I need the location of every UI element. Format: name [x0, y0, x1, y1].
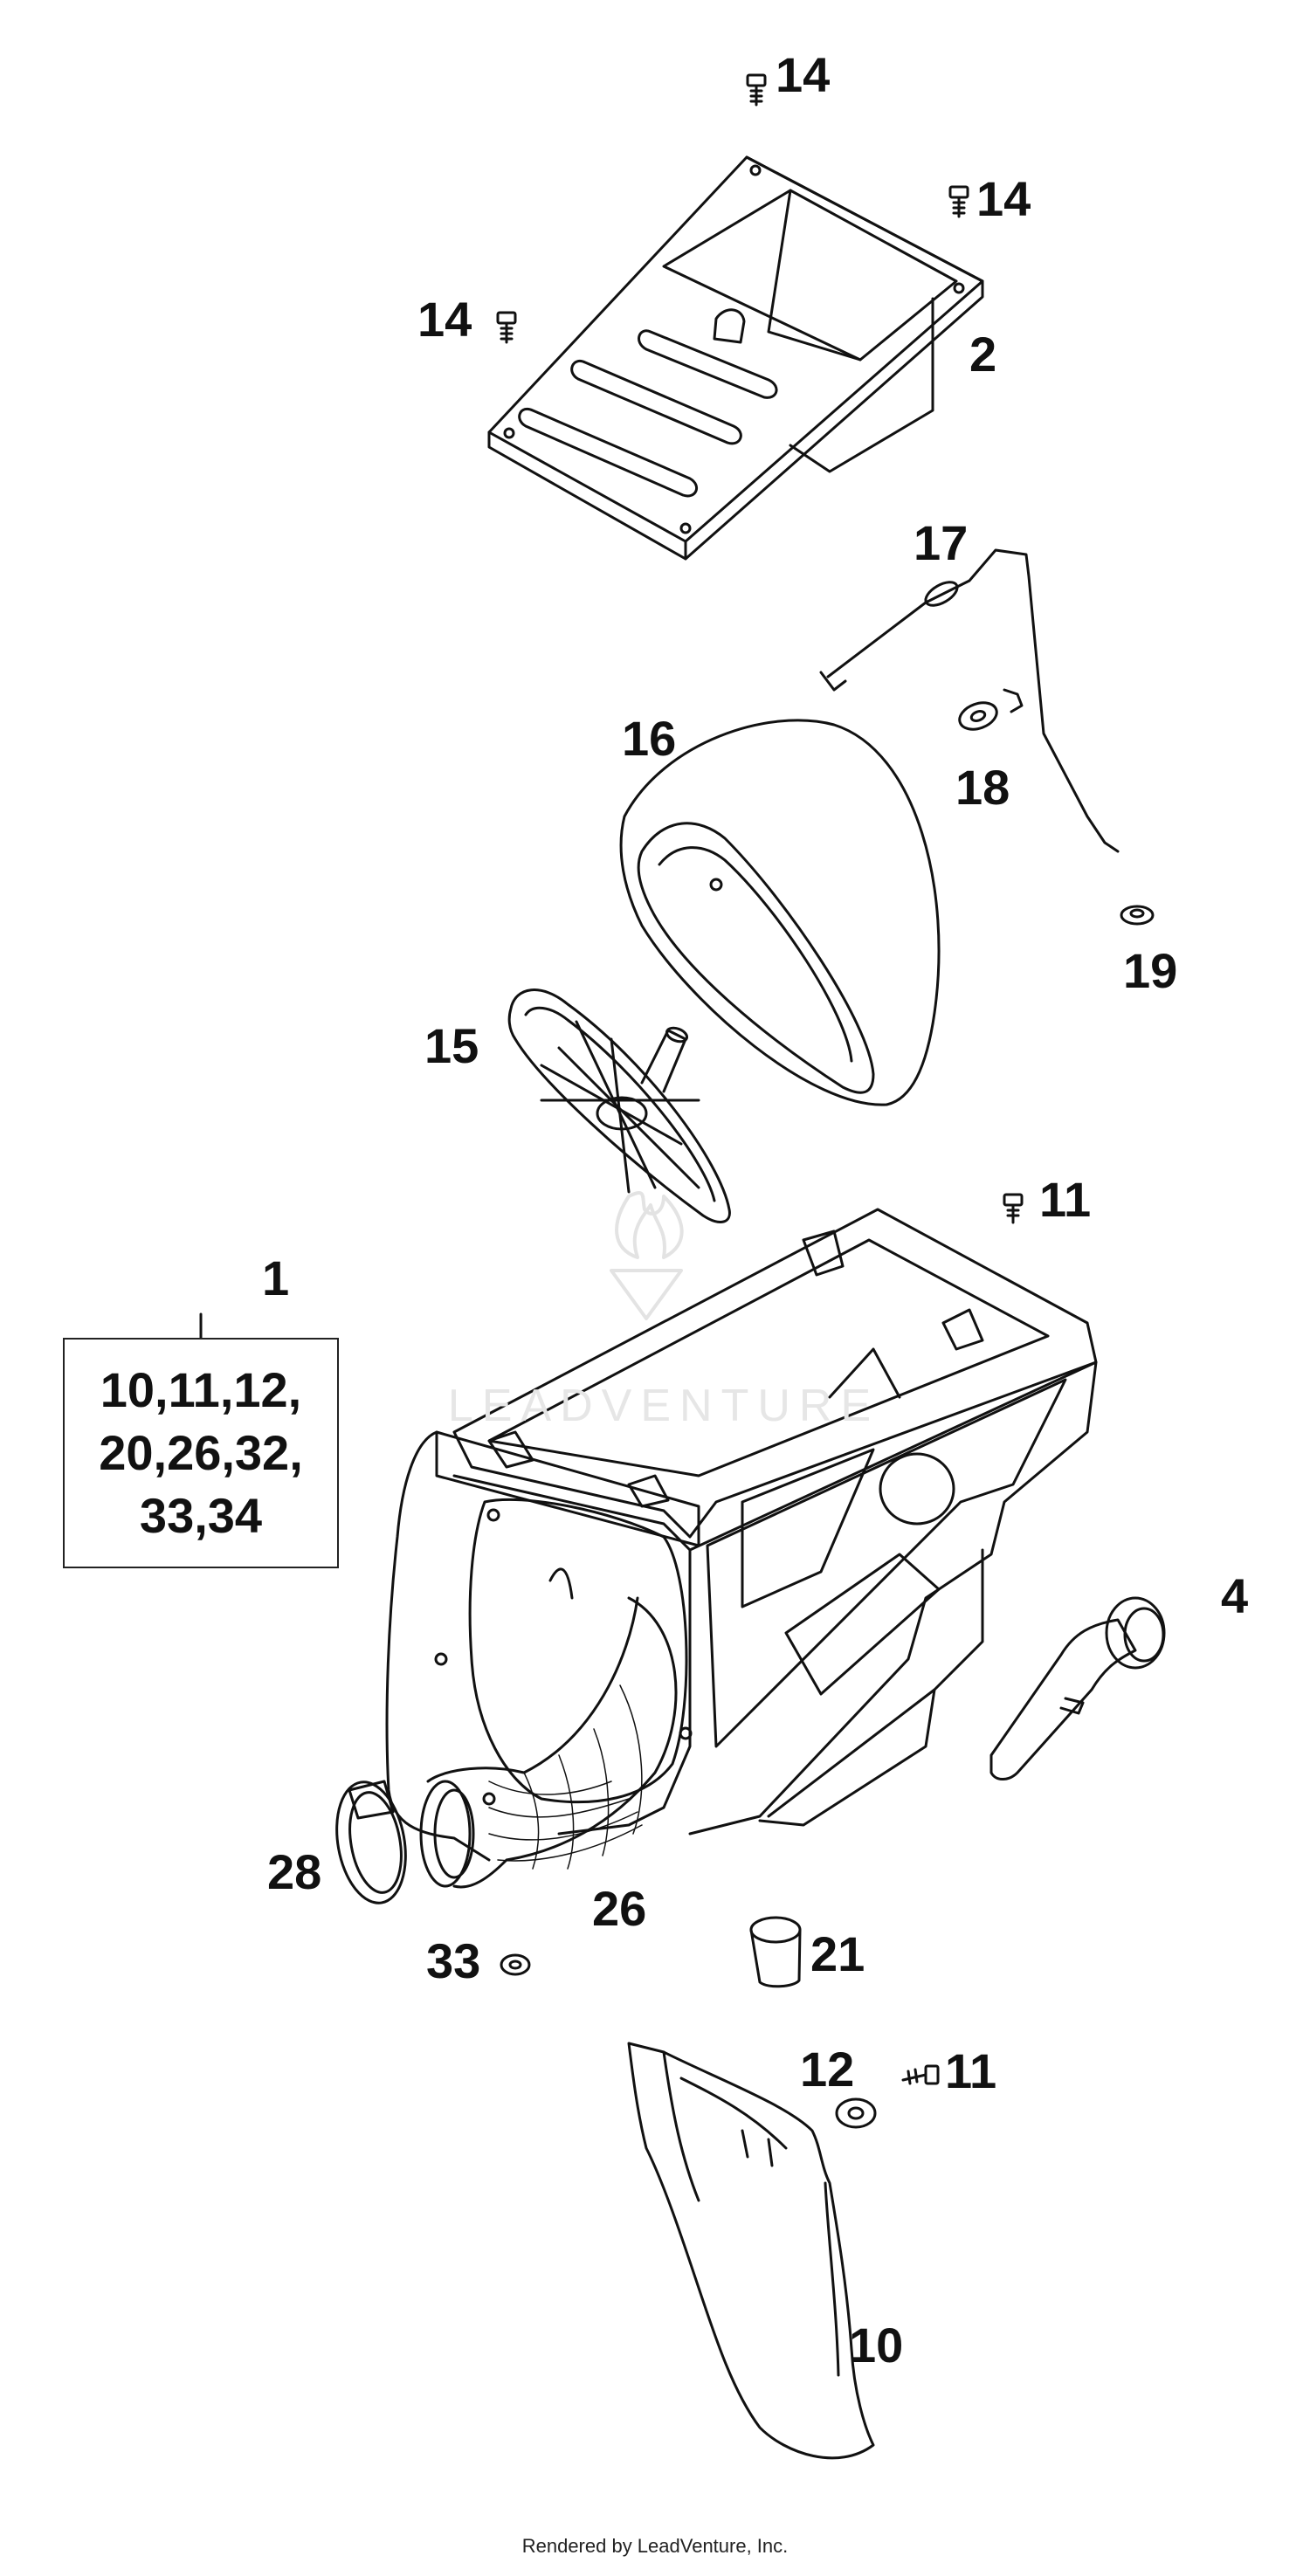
clip-nut-part-33	[500, 1953, 531, 1976]
washer-part-12	[835, 2097, 877, 2129]
bolt-14-left-icon	[496, 311, 517, 344]
callout-14-left: 14	[417, 292, 472, 347]
watermark-text: LEADVENTURE	[447, 1381, 880, 1431]
washer-part-18	[958, 701, 998, 731]
callout-18: 18	[955, 760, 1010, 815]
airbox-housing-part-1	[385, 1208, 1098, 1862]
air-filter-part-16	[619, 719, 941, 1106]
callout-11-upper: 11	[1039, 1172, 1092, 1227]
callout-1: 1	[262, 1250, 290, 1305]
leadventure-watermark-logo	[610, 1191, 684, 1320]
bolt-14-top-icon	[746, 73, 767, 107]
callout-14-top: 14	[776, 47, 831, 102]
callout-15: 15	[424, 1018, 479, 1073]
callout-33: 33	[426, 1933, 481, 1988]
callout-11-lower: 11	[945, 2043, 997, 2098]
nut-part-19	[1120, 905, 1155, 926]
filter-cage-part-15	[507, 988, 731, 1223]
hose-clamp-part-28	[335, 1780, 407, 1904]
bolt-11-upper-icon	[1003, 1193, 1024, 1224]
callout-16: 16	[622, 711, 677, 766]
kit-contents-box: 10,11,12, 20,26,32, 33,34	[63, 1338, 339, 1568]
callout-26: 26	[592, 1881, 647, 1936]
callout-19: 19	[1123, 943, 1178, 998]
bolt-11-lower-icon	[901, 2064, 940, 2085]
kit-line-1: 10,11,12,	[100, 1362, 302, 1417]
intake-boot-part-26	[419, 1596, 678, 1889]
snorkel-part-4	[989, 1596, 1166, 1780]
callout-21: 21	[810, 1926, 865, 1981]
wire-clip-part-17	[819, 548, 1120, 853]
kit-line-2: 20,26,32,	[99, 1425, 303, 1480]
callout-17: 17	[914, 515, 969, 570]
drain-plug-part-21	[749, 1916, 802, 1988]
callout-4: 4	[1221, 1568, 1249, 1623]
callout-10: 10	[849, 2318, 904, 2373]
callout-28: 28	[267, 1844, 322, 1899]
kit-line-3: 33,34	[139, 1488, 263, 1543]
footer-credit: Rendered by LeadVenture, Inc.	[521, 2535, 789, 2557]
airbox-cover-part-2	[487, 155, 984, 561]
callout-14-right: 14	[976, 171, 1031, 226]
callout-12: 12	[800, 2042, 855, 2097]
mud-flap-part-10	[627, 2042, 875, 2460]
bolt-14-right-icon	[948, 185, 969, 218]
callout-2: 2	[969, 327, 997, 382]
